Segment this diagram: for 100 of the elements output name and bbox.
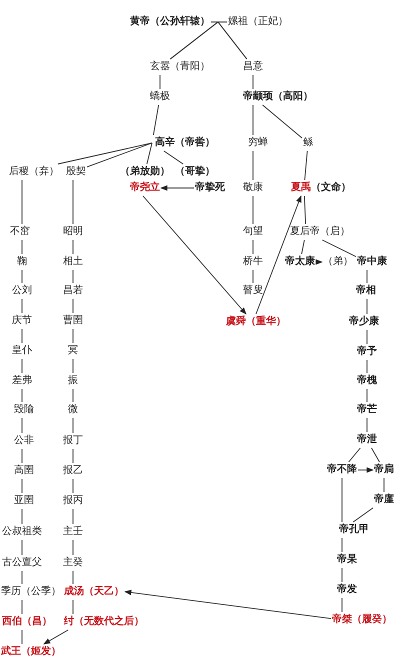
connector-line bbox=[72, 540, 74, 556]
person-name: 帝孔甲 bbox=[339, 523, 369, 537]
person-name: （弟） bbox=[323, 255, 353, 269]
person-name: 不窋 bbox=[10, 225, 30, 239]
connector-line bbox=[352, 507, 374, 522]
person-name: 主壬 bbox=[63, 525, 83, 539]
connector-line bbox=[262, 104, 302, 138]
person-name: 庆节 bbox=[12, 314, 32, 328]
person-name: 夏禹（文命） bbox=[291, 181, 351, 195]
connector-line bbox=[252, 270, 254, 284]
person-name: 武王（姬发） bbox=[1, 645, 61, 659]
person-name: 玄嚣（青阳） bbox=[150, 60, 210, 74]
person-name: 穷蝉 bbox=[248, 136, 268, 150]
person-name: 句望 bbox=[243, 225, 263, 239]
person-name: 帝颛顼（高阳） bbox=[243, 90, 313, 104]
connector-line bbox=[72, 478, 74, 494]
person-name: 冥 bbox=[68, 344, 78, 358]
person-name: 虞舜（重华） bbox=[226, 315, 286, 329]
person-name: 帝中康 bbox=[357, 255, 387, 269]
person-name: 差弗 bbox=[12, 374, 32, 388]
connector-line bbox=[72, 388, 74, 402]
connector-line bbox=[366, 418, 368, 432]
connector-line bbox=[348, 448, 361, 462]
person-name: 纣（无数代之后） bbox=[64, 615, 144, 629]
person-name: 黄帝（公孙轩辕） bbox=[130, 15, 210, 29]
person-name: 成汤（天乙） bbox=[64, 585, 124, 599]
person-name: 西伯（昌） bbox=[2, 615, 52, 629]
person-name: 主癸 bbox=[63, 556, 83, 570]
person-name: 帝发 bbox=[337, 583, 357, 597]
person-name: 昌意 bbox=[243, 60, 263, 74]
person-name: 帝杲 bbox=[337, 553, 357, 567]
person-name: 桥牛 bbox=[243, 255, 263, 269]
person-name: 毁隃 bbox=[14, 403, 34, 417]
person-name: 帝芒 bbox=[357, 403, 377, 417]
person-name: 高辛（帝喾） bbox=[155, 136, 215, 150]
person-name: 古公亶父 bbox=[2, 556, 42, 570]
connector-line bbox=[366, 298, 368, 314]
connector-line bbox=[366, 388, 368, 402]
connector-line bbox=[366, 270, 368, 284]
person-name: （弟放勋） bbox=[120, 165, 170, 179]
person-name: 报乙 bbox=[63, 464, 83, 478]
person-name: 公叔祖类 bbox=[2, 525, 42, 539]
connector-line bbox=[252, 74, 254, 90]
connector-line bbox=[252, 150, 254, 180]
connector-line bbox=[252, 196, 254, 224]
connector-line bbox=[304, 196, 306, 224]
person-name: 高圉 bbox=[14, 464, 34, 478]
connector-line bbox=[252, 240, 254, 254]
person-name: 昌若 bbox=[63, 284, 83, 298]
connector-line bbox=[72, 570, 74, 584]
person-name: 瞽叟 bbox=[243, 284, 263, 298]
person-name: 帝扃 bbox=[374, 463, 394, 477]
connector-line bbox=[72, 298, 74, 314]
arrow bbox=[142, 196, 246, 315]
person-name: 报丁 bbox=[63, 434, 83, 448]
person-name: 敬康 bbox=[243, 181, 263, 195]
person-name: 帝太康 bbox=[285, 255, 315, 269]
arrow bbox=[124, 590, 332, 620]
person-name: 后稷（弃） bbox=[9, 165, 59, 179]
connector-line bbox=[163, 150, 184, 164]
person-name: 季历（公季） bbox=[1, 585, 61, 599]
connector-line bbox=[301, 240, 305, 254]
person-name: 殷契 bbox=[66, 165, 86, 179]
arrow bbox=[316, 259, 323, 265]
connector-line bbox=[57, 142, 152, 164]
connector-line bbox=[72, 508, 74, 524]
person-name: 昭明 bbox=[63, 225, 83, 239]
connector-line bbox=[86, 142, 152, 168]
person-name: 公非 bbox=[14, 434, 34, 448]
person-name: 报丙 bbox=[63, 494, 83, 508]
person-name: 帝不降 bbox=[327, 463, 357, 477]
person-name: （哥挚） bbox=[175, 165, 215, 179]
connector-line bbox=[72, 270, 74, 284]
person-name: 帝少康 bbox=[349, 315, 379, 329]
connector-line bbox=[72, 448, 74, 464]
person-name: 帝予 bbox=[357, 345, 377, 359]
connector-line bbox=[304, 150, 308, 180]
connector-line bbox=[72, 600, 74, 614]
person-name: 公刘 bbox=[12, 284, 32, 298]
connector-line bbox=[252, 104, 254, 136]
person-name: 帝挚死 bbox=[195, 181, 225, 195]
connector-line bbox=[72, 240, 74, 254]
connector-line bbox=[366, 360, 368, 374]
arrow bbox=[160, 185, 194, 191]
connector-line bbox=[72, 180, 74, 224]
connector-line bbox=[152, 104, 160, 136]
connector-line bbox=[366, 330, 368, 344]
person-name: 相土 bbox=[63, 255, 83, 269]
person-name: 帝相 bbox=[356, 284, 376, 298]
connector-line bbox=[146, 142, 152, 164]
person-name: 帝桀（履癸） bbox=[332, 613, 392, 627]
person-name: 嫘祖（正妃） bbox=[228, 15, 288, 29]
person-name: 帝泄 bbox=[357, 433, 377, 447]
person-name: 皇仆 bbox=[12, 344, 32, 358]
arrow bbox=[43, 630, 69, 644]
person-name: 夏后帝（启） bbox=[290, 225, 350, 239]
person-name: 蟜极 bbox=[150, 90, 170, 104]
person-name: 鲧 bbox=[303, 136, 313, 150]
connector-line bbox=[72, 328, 74, 344]
person-name: 微 bbox=[68, 403, 78, 417]
